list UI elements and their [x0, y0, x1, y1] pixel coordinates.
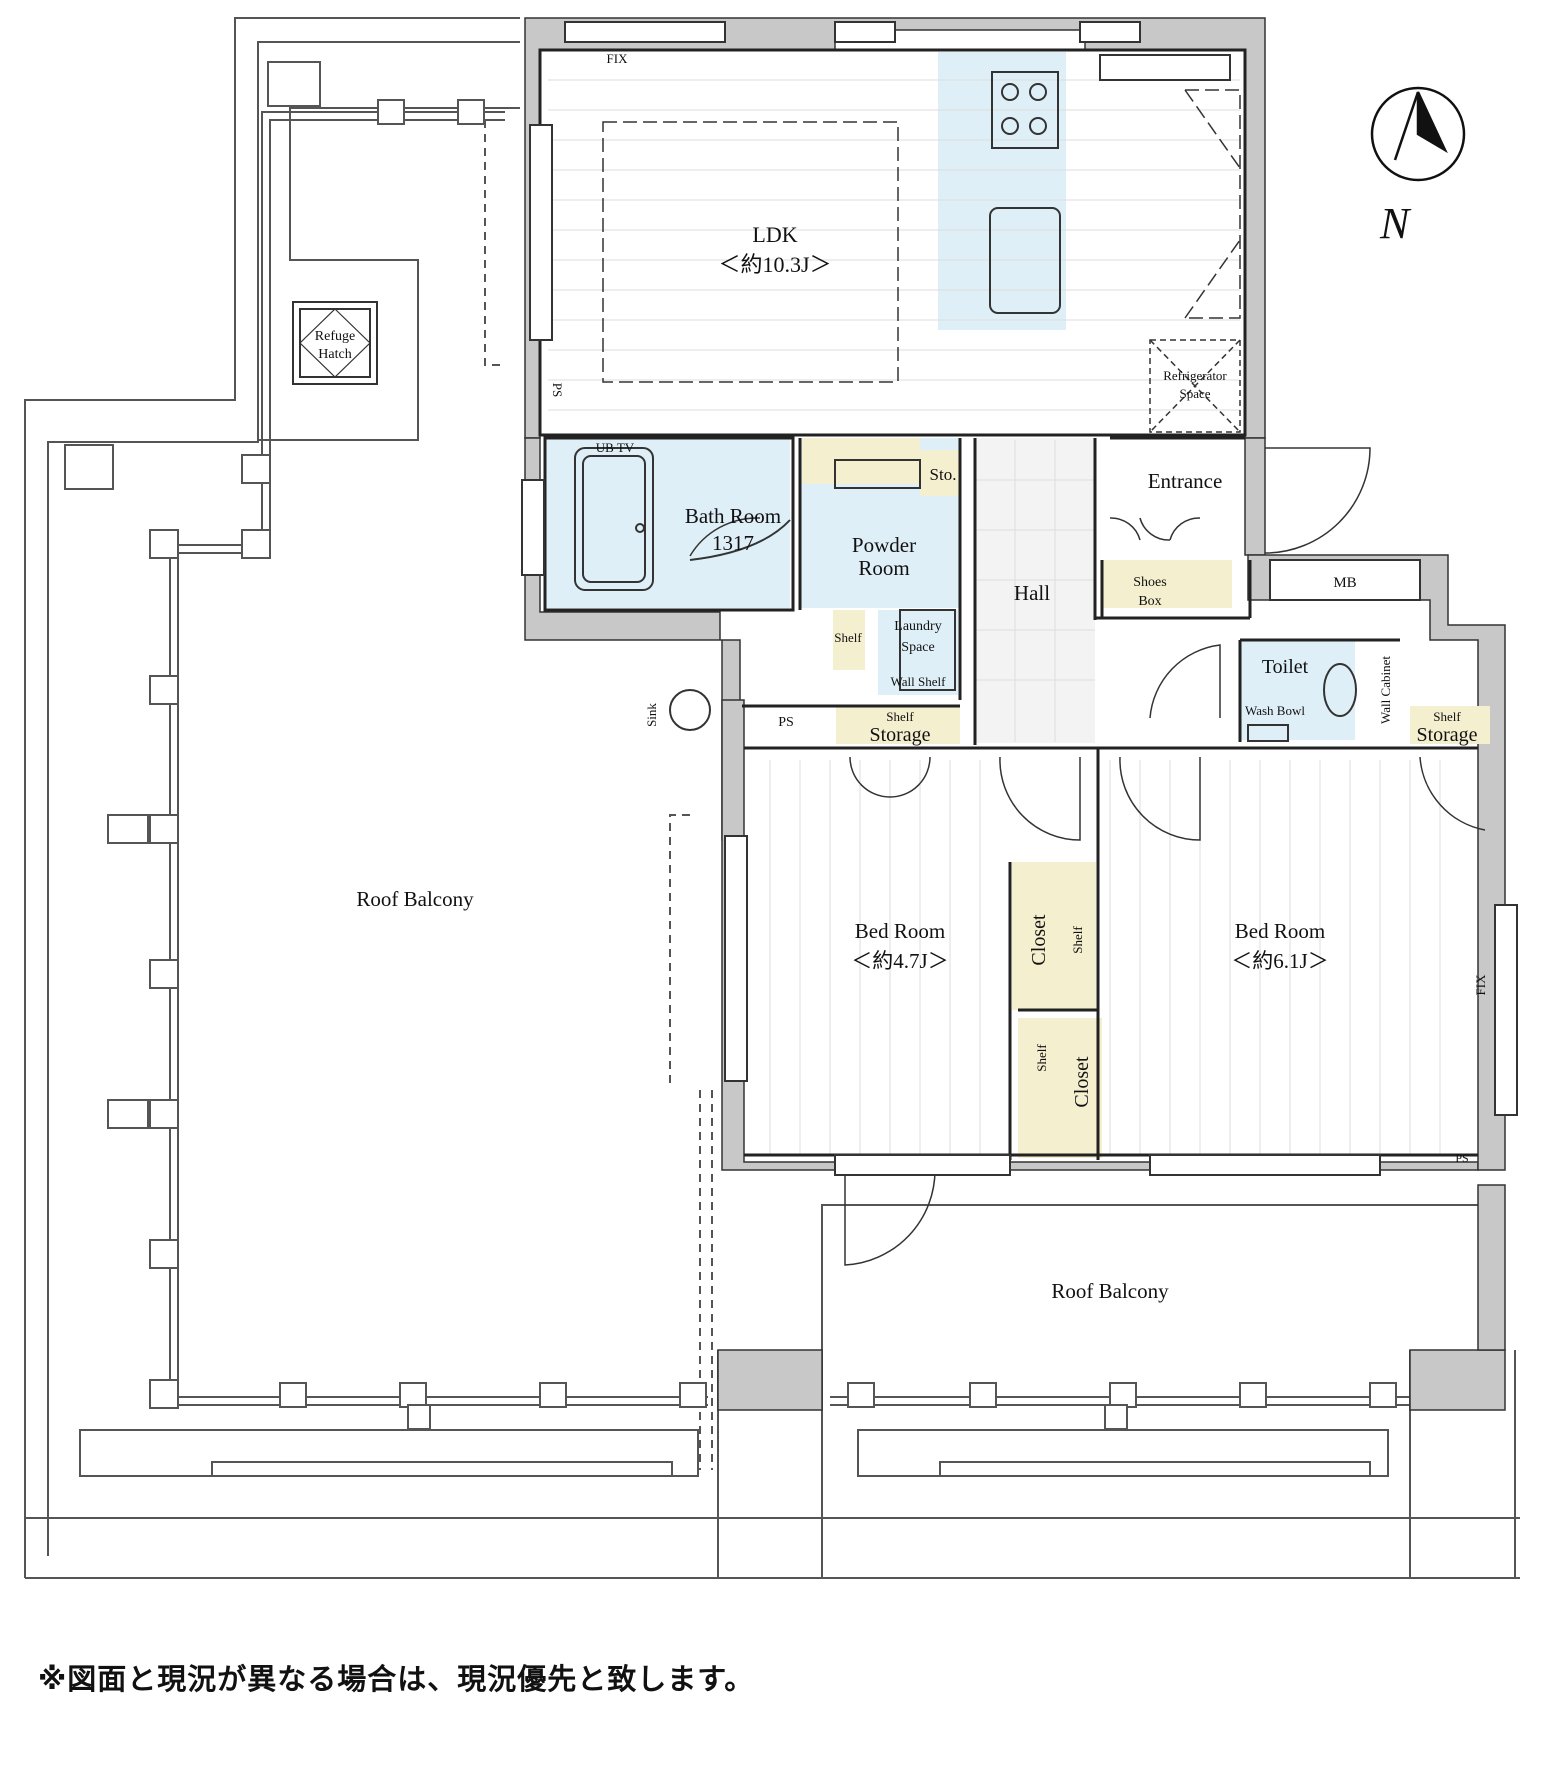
shelf-label-closet-2: Shelf: [1034, 1044, 1049, 1072]
bed-left-size: ＜約4.7J＞: [851, 949, 948, 973]
bath-name: Bath Room: [685, 504, 781, 528]
shoes-line1: Shoes: [1133, 575, 1166, 590]
shelf-label-right: Shelf: [1433, 709, 1461, 724]
floor-boards: [548, 79, 1441, 1155]
windows: [521, 21, 1518, 1176]
sink-label: Sink: [644, 703, 659, 727]
fixtures: [574, 54, 1357, 742]
bath-code: 1317: [712, 531, 754, 555]
wall-cabinet-label: Wall Cabinet: [1378, 656, 1393, 724]
doors: [689, 447, 1486, 1266]
fridge-line2: Space: [1179, 386, 1210, 401]
room-labels: LDK ＜約10.3J＞ Bath Room 1317 UB TV Powder…: [315, 51, 1478, 1303]
roof-balcony-left: Roof Balcony: [356, 887, 474, 911]
ceiling-lines: [602, 89, 1241, 383]
ps-label-top: PS: [778, 715, 794, 730]
roof-balcony-right: Roof Balcony: [1051, 1279, 1169, 1303]
ps-label-vertical: PS: [550, 383, 565, 397]
powder-line2: Room: [858, 556, 909, 580]
bed-right-size: ＜約6.1J＞: [1231, 949, 1328, 973]
refrigerator-space: [1149, 339, 1241, 433]
shelf-label-closet-1: Shelf: [1070, 926, 1085, 954]
toilet-label: Toilet: [1262, 656, 1309, 678]
bed-left-name: Bed Room: [855, 919, 945, 943]
ldk-size: ＜約10.3J＞: [718, 252, 831, 277]
refuge-line1: Refuge: [315, 329, 355, 344]
compass-icon: [1370, 86, 1466, 182]
laundry-line1: Laundry: [894, 619, 941, 634]
railing-posts: [64, 61, 1397, 1430]
shelf-label-small: Shelf: [834, 630, 862, 645]
interior-walls: [538, 48, 1478, 1160]
refuge-hatch: [292, 301, 378, 385]
storage-label-right: Storage: [1416, 724, 1477, 746]
closet-label-1: Closet: [1028, 914, 1050, 966]
closet-label-2: Closet: [1071, 1056, 1093, 1108]
fix-label-top: FIX: [607, 51, 629, 66]
shelf-label-left: Shelf: [886, 709, 914, 724]
bed-right-name: Bed Room: [1235, 919, 1325, 943]
entrance-label: Entrance: [1148, 469, 1223, 493]
powder-line1: Powder: [852, 533, 916, 557]
ps-label-corner: PS: [1455, 1151, 1468, 1165]
mb-label: MB: [1333, 575, 1356, 591]
bath-tv: UB TV: [596, 440, 635, 455]
storage-label-left: Storage: [869, 724, 930, 746]
wall-shelf-label: Wall Shelf: [891, 674, 947, 689]
laundry-line2: Space: [901, 640, 934, 655]
storage-small: Sto.: [930, 465, 957, 484]
refuge-line2: Hatch: [318, 347, 351, 362]
wash-bowl-label: Wash Bowl: [1245, 703, 1305, 718]
fridge-line1: Refrigerator: [1163, 368, 1227, 383]
footer-note: ※図面と現況が異なる場合は、現況優先と致します。: [38, 1662, 755, 1696]
fix-label-right: FIX: [1473, 974, 1488, 996]
hall-label: Hall: [1014, 581, 1050, 605]
ldk-name: LDK: [752, 222, 797, 247]
compass-label: N: [1379, 199, 1412, 248]
room-fills: [540, 50, 1490, 1158]
shoes-line2: Box: [1138, 594, 1161, 609]
